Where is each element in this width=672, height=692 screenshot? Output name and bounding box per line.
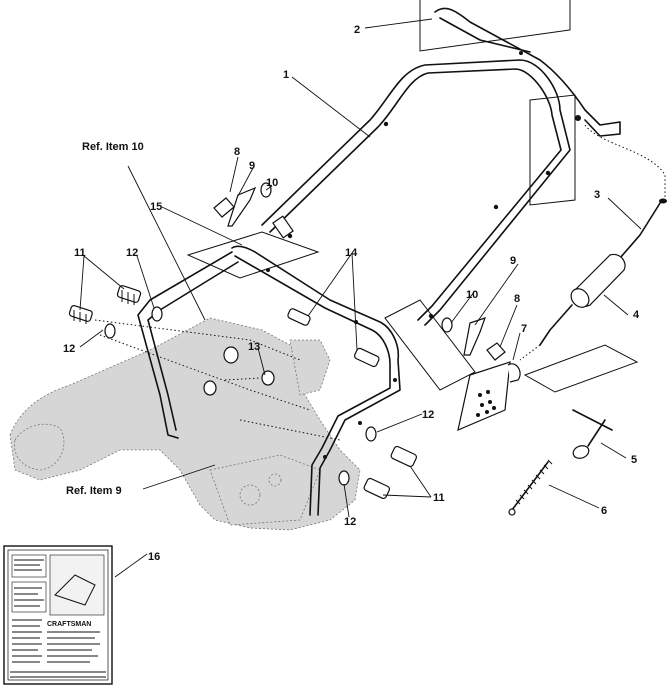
spring-part-5 [572, 409, 613, 459]
callout-10-right: 10 [466, 289, 478, 301]
callout-4: 4 [633, 309, 640, 321]
washer-12-left [104, 306, 163, 339]
ref-item-10-label: Ref. Item 10 [82, 141, 144, 153]
callout-2: 2 [354, 24, 360, 36]
knob-hardware-upper [213, 182, 272, 227]
bolt-11-left-lower [68, 305, 93, 324]
callout-15: 15 [150, 201, 162, 213]
mower-deck-ghost [9, 317, 361, 531]
callout-11-left: 11 [74, 247, 86, 259]
callout-12-right-lower: 12 [344, 516, 356, 528]
reference-planes [186, 0, 639, 393]
callout-12-left-upper: 12 [126, 247, 138, 259]
callout-3: 3 [594, 189, 600, 201]
control-bracket [457, 361, 521, 432]
callout-9-right: 9 [510, 255, 516, 267]
callout-numbers: 1 2 3 4 5 6 7 8 8 9 9 10 10 11 11 12 12 … [63, 24, 640, 563]
callout-7: 7 [521, 323, 527, 335]
callout-9-left: 9 [249, 160, 255, 172]
lower-handle [137, 245, 401, 516]
callout-14: 14 [345, 247, 358, 259]
callout-5: 5 [631, 454, 637, 466]
alignment-lines [94, 319, 341, 441]
bolt-11-right [338, 426, 418, 500]
leader-lines [79, 18, 642, 578]
label-card-brand: CRAFTSMAN [47, 621, 91, 628]
callout-16: 16 [148, 551, 160, 563]
callout-12-right-upper: 12 [422, 409, 434, 421]
callout-8-left: 8 [234, 146, 240, 158]
callout-10-left: 10 [266, 177, 278, 189]
callout-8-right: 8 [514, 293, 520, 305]
extension-spring-6 [508, 459, 553, 516]
callout-1: 1 [283, 69, 289, 81]
label-card-16: CRAFTSMAN [3, 545, 113, 685]
ref-item-9-label: Ref. Item 9 [66, 485, 122, 497]
cable-route [584, 124, 666, 198]
upper-handle [261, 59, 571, 326]
control-bail [434, 7, 621, 137]
callout-6: 6 [601, 505, 607, 517]
bolt-11-left-upper [116, 285, 142, 305]
cable-assembly [519, 198, 667, 361]
knob-hardware-lower [441, 317, 506, 361]
carriage-bolt-14 [287, 308, 380, 368]
callout-11-right: 11 [433, 492, 445, 504]
callout-12-left-lower: 12 [63, 343, 75, 355]
callout-13: 13 [248, 341, 260, 353]
